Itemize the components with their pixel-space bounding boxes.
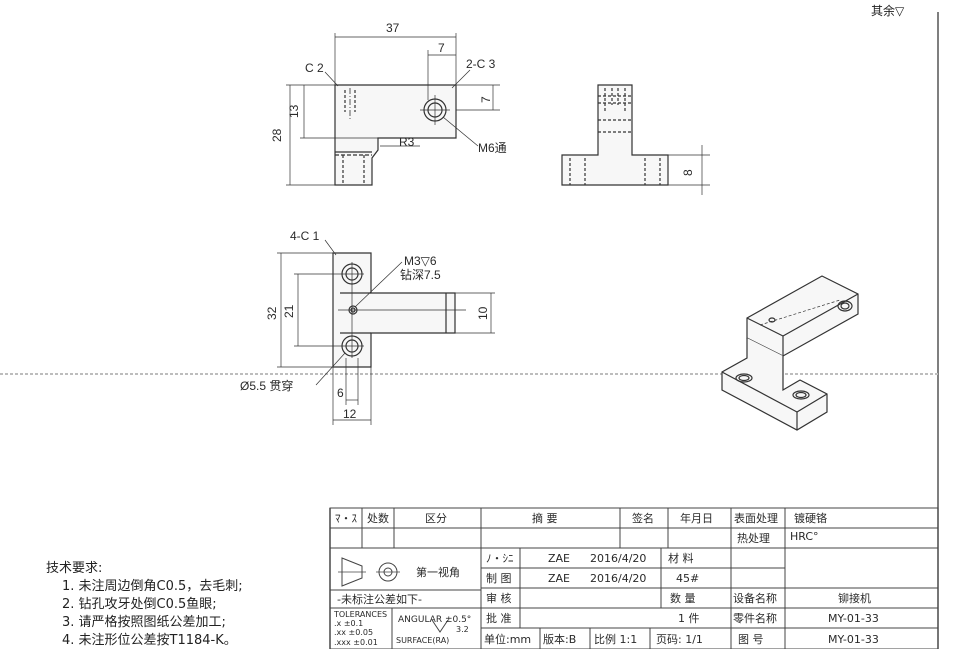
- projection-label: 第一视角: [416, 565, 460, 579]
- dim-32: 32: [265, 306, 279, 320]
- dim-m3: M3▽6: [404, 254, 437, 268]
- row3-key: 数 量: [670, 592, 696, 605]
- rev-col-mark: ﾏ・ｽ: [335, 512, 357, 525]
- dim-12: 12: [343, 407, 357, 421]
- dim-28: 28: [270, 128, 284, 142]
- surface-roughness-value: 3.2: [456, 625, 469, 634]
- dim-r3: R3: [399, 135, 415, 149]
- dim-7-top: 7: [438, 41, 445, 55]
- tolerance-header: -未标注公差如下-: [337, 592, 422, 606]
- surface-treatment-label: 表面处理: [734, 511, 778, 525]
- dim-c2: C 2: [305, 61, 324, 75]
- requirement-item-3: 3. 请严格按照图纸公差加工;: [62, 615, 226, 630]
- requirement-item-4: 4. 未注形位公差按T1184-K。: [62, 633, 237, 648]
- equipment-label: 设备名称: [733, 591, 777, 605]
- tolerance-x: .x ±0.1: [334, 619, 363, 628]
- dim-d5-5: Ø5.5 贯穿: [240, 378, 293, 393]
- row1-key: 材 料: [668, 551, 694, 565]
- dim-4c1: 4-C 1: [290, 229, 320, 243]
- row2-name: ZAE: [548, 572, 570, 585]
- surface-roughness: SURFACE(RA): [396, 636, 449, 645]
- page-label: 页码: 1/1: [656, 633, 703, 646]
- requirements-title: 技术要求:: [46, 561, 103, 576]
- rev-col-summary: 摘 要: [532, 511, 558, 525]
- rev-col-count: 处数: [367, 512, 389, 525]
- isometric-view: [721, 275, 859, 431]
- dim-8: 8: [681, 169, 695, 176]
- part-name-value: MY-01-33: [828, 612, 879, 625]
- tolerance-title: TOLERANCES: [333, 610, 387, 619]
- tolerance-xxx: .xxx ±0.01: [334, 638, 378, 647]
- dim-21: 21: [282, 304, 296, 318]
- row1-name: ZAE: [548, 552, 570, 565]
- row3-label: 审 核: [486, 591, 512, 605]
- version-label: 版本:B: [543, 632, 576, 646]
- unit-label: 单位:mm: [484, 632, 531, 646]
- dim-13: 13: [287, 104, 301, 118]
- part-name-label: 零件名称: [733, 611, 777, 625]
- row2-label: 制 图: [486, 572, 512, 585]
- angular-tolerance: ANGULAR ±0.5°: [398, 615, 471, 625]
- heat-treatment-value: HRC°: [790, 530, 819, 543]
- row2-key: 45#: [676, 572, 699, 585]
- top-view: [277, 239, 495, 425]
- surface-treatment-value: 镀硬铬: [794, 511, 827, 525]
- surface-finish-note: 其余▽: [871, 4, 905, 18]
- row2-date: 2016/4/20: [590, 572, 646, 585]
- requirement-item-1: 1. 未注周边倒角C0.5，去毛刺;: [62, 579, 243, 594]
- rev-col-date: 年月日: [680, 511, 713, 525]
- scale-label: 比例 1:1: [594, 632, 637, 646]
- dim-2c3: 2-C 3: [466, 57, 496, 71]
- dim-m6: M6通: [478, 141, 507, 155]
- dim-10: 10: [476, 306, 490, 320]
- title-block: [329, 507, 939, 649]
- front-view: [286, 33, 500, 186]
- row1-label: ﾉ・ｼﾆ: [486, 552, 514, 565]
- drawing-no-label: 图 号: [738, 633, 764, 646]
- dim-37: 37: [386, 21, 400, 35]
- requirement-item-2: 2. 钻孔攻牙处倒C0.5鱼眼;: [62, 597, 217, 612]
- technical-requirements: 技术要求: 1. 未注周边倒角C0.5，去毛刺; 2. 钻孔攻牙处倒C0.5鱼眼…: [46, 560, 243, 650]
- row4-key: 1 件: [678, 612, 700, 625]
- rev-col-sign: 签名: [632, 511, 654, 525]
- drawing-no-value: MY-01-33: [828, 633, 879, 646]
- row4-label: 批 准: [486, 611, 512, 625]
- dim-drill-depth: 钻深7.5: [400, 267, 441, 282]
- equipment-value: 铆接机: [838, 591, 871, 605]
- title-block-text: ﾏ・ｽ 处数 区分 摘 要 签名 年月日 表面处理 镀硬铬 热处理 HRC° 第…: [333, 511, 879, 647]
- dim-7-side: 7: [479, 96, 493, 103]
- tolerance-xx: .xx ±0.05: [334, 628, 373, 637]
- side-view: [561, 84, 710, 195]
- heat-treatment-label: 热处理: [737, 532, 770, 545]
- rev-col-zone: 区分: [425, 512, 447, 525]
- dim-6: 6: [337, 386, 344, 400]
- row1-date: 2016/4/20: [590, 552, 646, 565]
